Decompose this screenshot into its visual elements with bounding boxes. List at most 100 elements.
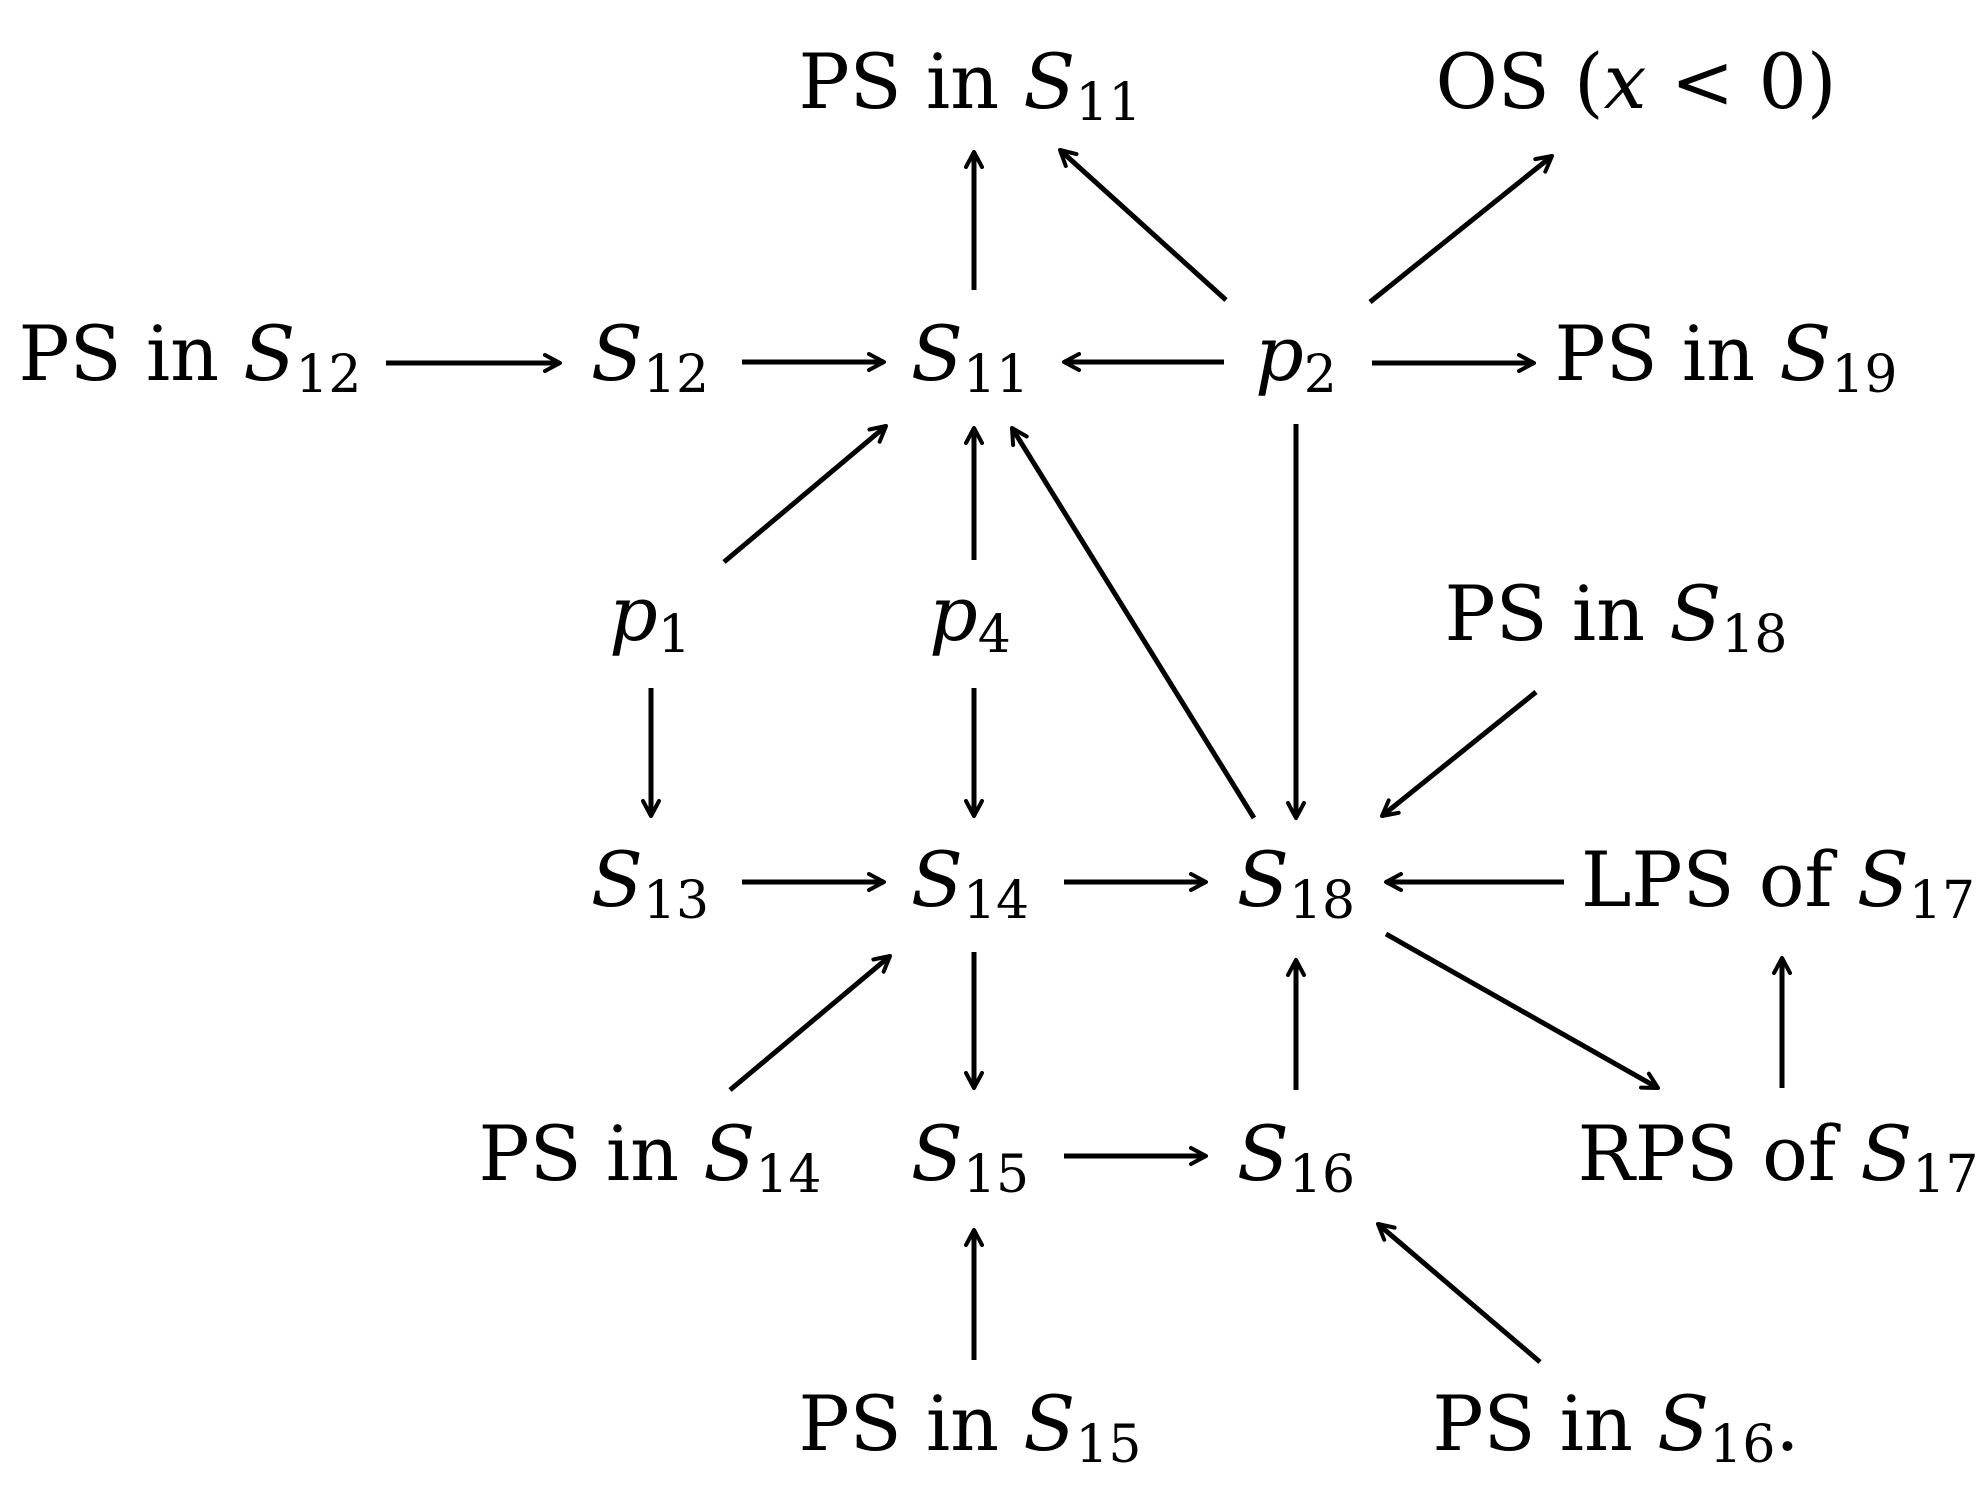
arrow-ps-s16-to-s16 [1376,1222,1542,1364]
node-p1: p1 [609,569,691,665]
node-label: S15 [911,1109,1029,1205]
arrow-line [1376,1222,1542,1364]
label-part: S [1023,37,1075,126]
subscript: 17 [1912,1145,1978,1205]
node-ps-s19: PS in S19 [1554,309,1897,405]
node-label: S11 [911,309,1029,405]
node-label: OS (x < 0) [1435,37,1836,126]
subscript: 12 [643,345,709,405]
node-s14: S14 [911,835,1029,931]
node-label: S12 [591,309,709,405]
label-part: S [1237,835,1289,924]
subscript: 15 [1075,1415,1141,1475]
arrow-ps-s18-to-s18 [1380,690,1538,818]
node-label: PS in S19 [1554,309,1897,405]
arrow-p2-to-os [1368,154,1554,304]
node-s11: S11 [911,309,1029,405]
arrow-line [1380,690,1538,818]
label-part: . [1775,1379,1799,1468]
subscript: 2 [1304,345,1337,405]
label-part: S [1237,1109,1289,1198]
label-part: PS in [18,309,243,398]
arrow-s18-to-rps-s17 [1384,931,1660,1091]
label-part: S [1669,569,1721,658]
subscript: 19 [1831,345,1897,405]
subscript: 17 [1909,871,1975,931]
label-part: PS in [1432,1379,1657,1468]
label-part: S [703,1109,755,1198]
node-ps-s15: PS in S15 [798,1379,1141,1475]
node-label: PS in S16. [1432,1379,1799,1475]
node-s12: S12 [591,309,709,405]
label-part: PS in [798,37,1023,126]
subscript: 1 [658,605,691,665]
subscript: 11 [1075,73,1141,133]
subscript: 14 [963,871,1029,931]
label-part: S [1857,835,1909,924]
subscript: 12 [295,345,361,405]
node-p2: p2 [1255,309,1337,405]
node-s13: S13 [591,835,709,931]
node-p4: p4 [929,569,1011,665]
label-part: x [1604,37,1647,126]
label-part: S [1657,1379,1709,1468]
label-part: RPS of [1578,1109,1861,1198]
label-part: PS in [1444,569,1669,658]
node-lps-s17: LPS of S17 [1581,835,1975,931]
arrow-p1-to-s11 [722,424,888,564]
arrow-ps-s14-to-s14 [728,954,892,1092]
node-ps-s14: PS in S14 [478,1109,821,1205]
label-part: PS in [798,1379,1023,1468]
node-label: PS in S14 [478,1109,821,1205]
label-part: S [1860,1109,1912,1198]
label-part: S [591,835,643,924]
arrow-s18-to-s11 [1009,426,1257,820]
label-part: PS in [1554,309,1779,398]
arrow-line [1368,154,1554,304]
subscript: 15 [963,1145,1029,1205]
label-part: < 0) [1647,37,1837,126]
node-label: p4 [929,569,1011,665]
label-part: S [911,1109,963,1198]
arrow-line [722,424,888,564]
label-part: S [1023,1379,1075,1468]
subscript: 16 [1709,1415,1775,1475]
label-part: LPS of [1581,835,1857,924]
node-s18: S18 [1237,835,1355,931]
node-ps-s11: PS in S11 [798,37,1141,133]
node-label: S13 [591,835,709,931]
subscript: 18 [1721,605,1787,665]
node-os: OS (x < 0) [1435,37,1836,126]
label-part: p [1255,309,1304,398]
node-ps-s16: PS in S16. [1432,1379,1799,1475]
node-label: PS in S15 [798,1379,1141,1475]
label-part: PS in [478,1109,703,1198]
node-s16: S16 [1237,1109,1355,1205]
subscript: 16 [1289,1145,1355,1205]
arrow-line [728,954,892,1092]
subscript: 18 [1289,871,1355,931]
subscript: 11 [963,345,1029,405]
node-s15: S15 [911,1109,1029,1205]
label-part: S [243,309,295,398]
label-part: S [911,309,963,398]
node-rps-s17: RPS of S17 [1578,1109,1979,1205]
arrow-line [1058,148,1228,302]
label-part: p [929,569,978,658]
node-label: LPS of S17 [1581,835,1975,931]
node-label: PS in S12 [18,309,361,405]
label-part: S [911,835,963,924]
arrow-p2-to-ps-s11 [1058,148,1228,302]
node-label: p1 [609,569,691,665]
subscript: 14 [755,1145,821,1205]
node-label: S18 [1237,835,1355,931]
node-ps-s12: PS in S12 [18,309,361,405]
node-label: S14 [911,835,1029,931]
subscript: 13 [643,871,709,931]
node-label: PS in S11 [798,37,1141,133]
subscript: 4 [978,605,1011,665]
node-label: RPS of S17 [1578,1109,1979,1205]
label-part: S [1779,309,1831,398]
